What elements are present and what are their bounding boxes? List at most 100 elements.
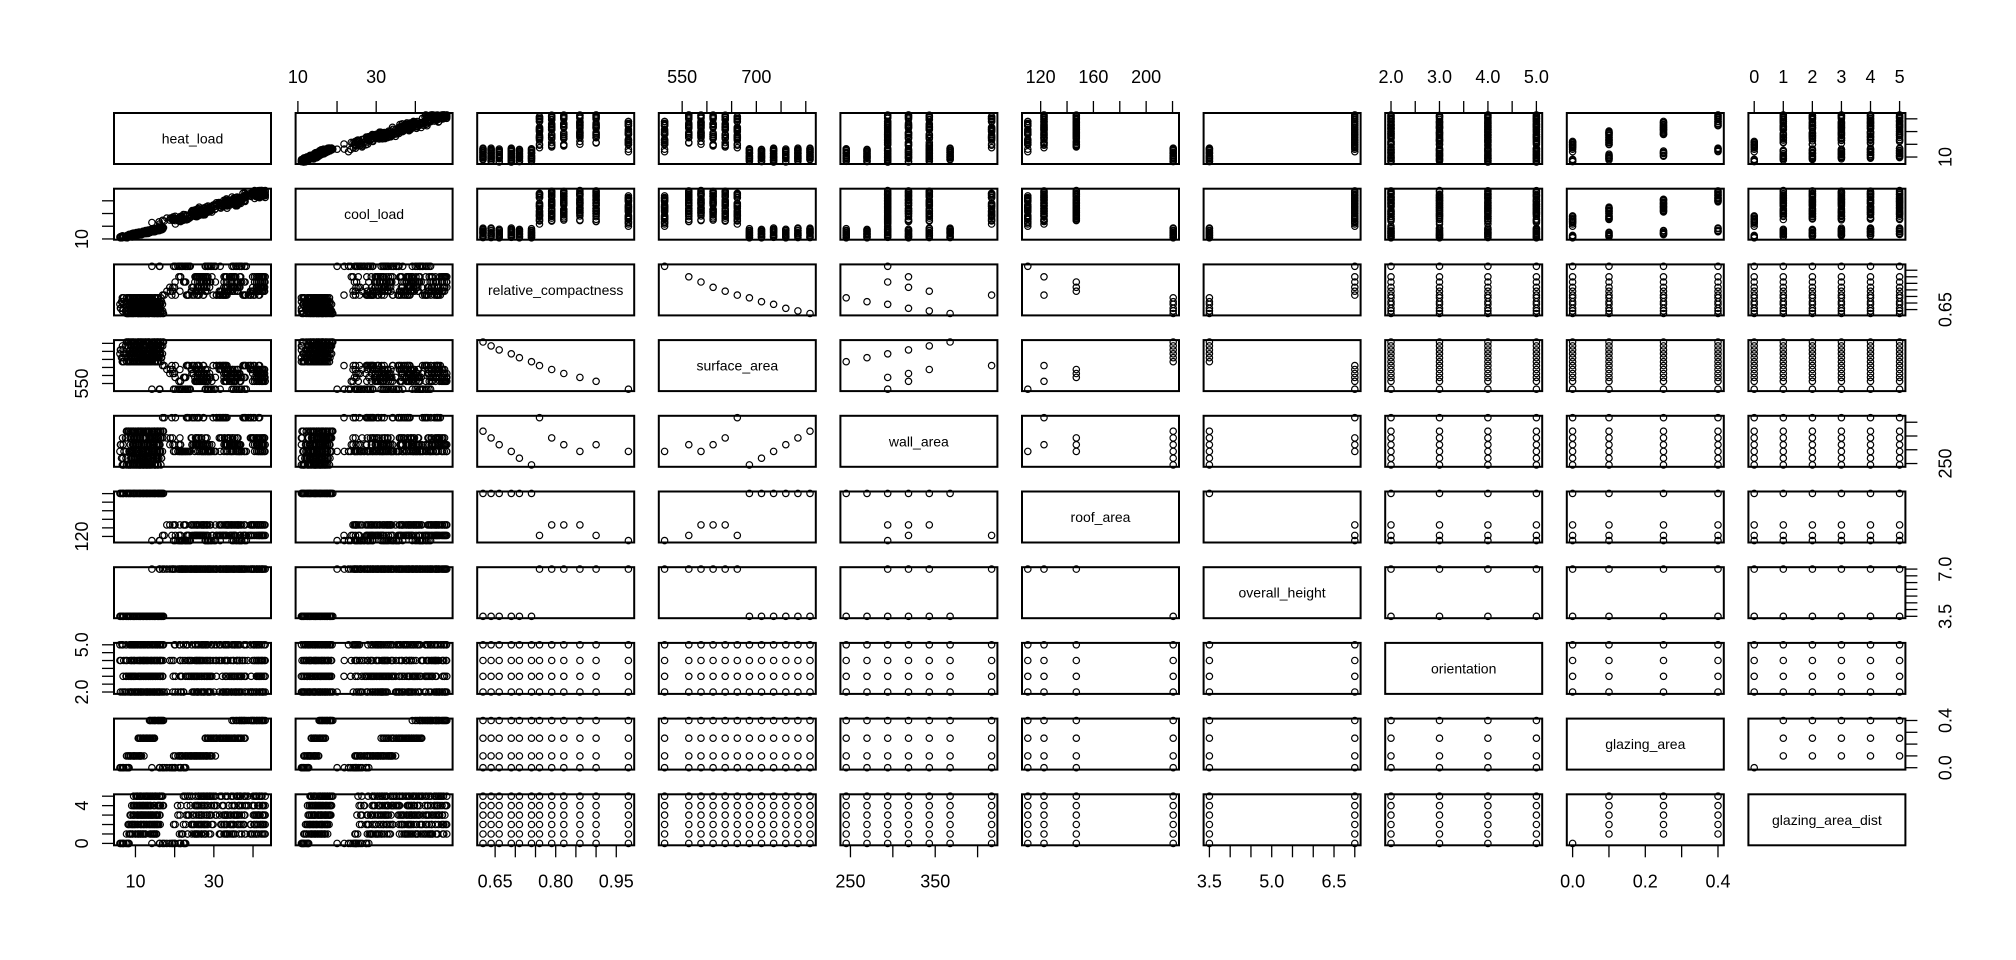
panel-frame (1747, 187, 1907, 241)
panel-frame (1384, 263, 1544, 317)
data-point (592, 123, 600, 132)
panel-frame (113, 112, 272, 165)
data-point (745, 293, 754, 302)
panel-frame (1384, 187, 1544, 241)
data-point (733, 291, 742, 299)
panel-surface_area-vs-cool_load (294, 338, 454, 394)
data-point (904, 283, 913, 292)
data-point (883, 278, 892, 286)
data-point (624, 120, 633, 128)
data-point (925, 307, 934, 315)
data-point (358, 141, 367, 150)
panel-relative_compactness-vs-orientation (1384, 262, 1544, 318)
data-point (304, 156, 313, 164)
data-point (842, 293, 851, 302)
panel-heat_load-vs-overall_height (1202, 111, 1362, 166)
data-point (367, 133, 376, 141)
panel-surface_area-vs-heat_load (113, 338, 272, 394)
data-point (684, 272, 693, 281)
panel-cool_load-vs-glazing_area_dist (1747, 186, 1907, 242)
panel-heat_load-vs-orientation (1384, 111, 1544, 166)
data-point (592, 139, 600, 147)
data-point (328, 145, 337, 154)
diagonal-label: relative_compactness (488, 282, 623, 298)
panel-frame (1021, 263, 1180, 317)
data-point (373, 132, 381, 141)
data-point (395, 126, 403, 135)
data-point (721, 287, 730, 296)
panel-frame (476, 112, 636, 165)
data-point (769, 300, 778, 309)
panel-heat_load-vs-heat_load: heat_load (113, 112, 272, 165)
panel-heat_load-vs-glazing_area_dist (1747, 111, 1907, 166)
panel-frame (1384, 112, 1544, 165)
panel-frame (657, 263, 817, 317)
data-point (308, 154, 317, 162)
panel-heat_load-vs-cool_load (294, 111, 454, 166)
panel-cool_load-vs-roof_area (1021, 186, 1180, 242)
panel-frame (294, 112, 454, 165)
data-point (317, 150, 326, 159)
data-point (1072, 287, 1081, 296)
data-point (1040, 291, 1048, 299)
data-point (904, 272, 913, 281)
panel-relative_compactness-vs-glazing_area_dist (1747, 262, 1907, 318)
panel-cool_load-vs-wall_area (839, 186, 999, 242)
data-point (340, 291, 348, 299)
data-point (794, 307, 802, 315)
data-point (344, 147, 353, 156)
data-point (351, 144, 360, 153)
panel-heat_load-vs-relative_compactness (476, 111, 636, 166)
data-point (315, 147, 324, 155)
data-point (624, 130, 633, 139)
data-point (364, 134, 372, 143)
data-point (1040, 272, 1048, 281)
panel-relative_compactness-vs-surface_area (657, 262, 817, 318)
panel-frame (1565, 187, 1725, 241)
data-point (436, 114, 445, 123)
panel-frame (839, 263, 999, 317)
data-point (430, 117, 439, 125)
diagonal-label: heat_load (162, 131, 224, 147)
panel-frame (1747, 112, 1907, 165)
data-point (697, 278, 705, 286)
data-point (883, 300, 892, 309)
data-point (423, 112, 432, 121)
data-point (592, 128, 600, 137)
data-point (925, 287, 934, 296)
panel-frame (1565, 112, 1725, 165)
data-point (592, 115, 600, 123)
panel-heat_load-vs-wall_area (839, 111, 999, 166)
data-point (377, 131, 386, 139)
panel-frame (1565, 263, 1725, 317)
data-point (624, 147, 633, 156)
diagonal-label: cool_load (344, 206, 404, 222)
panel-heat_load-vs-surface_area (657, 111, 817, 166)
panel-relative_compactness-vs-overall_height (1202, 262, 1362, 318)
data-point (987, 291, 996, 299)
data-point (709, 283, 717, 292)
panel-relative_compactness-vs-roof_area (1021, 262, 1180, 318)
panel-cool_load-vs-overall_height (1202, 187, 1362, 242)
panel-relative_compactness-vs-wall_area (839, 262, 999, 318)
data-point (401, 123, 410, 132)
panel-relative_compactness-vs-relative_compactness: relative_compactness (476, 263, 636, 317)
data-point (399, 127, 408, 135)
panel-cool_load-vs-relative_compactness (476, 186, 636, 242)
panel-relative_compactness-vs-heat_load (113, 262, 272, 318)
data-point (781, 304, 790, 313)
panel-frame (1202, 112, 1362, 165)
data-point (624, 117, 633, 126)
data-point (148, 218, 156, 227)
data-point (592, 113, 600, 121)
data-point (340, 140, 348, 148)
panel-cool_load-vs-surface_area (657, 186, 817, 242)
panel-frame (1202, 263, 1362, 317)
panel-relative_compactness-vs-glazing_area (1565, 262, 1725, 318)
data-point (413, 121, 422, 129)
data-point (904, 304, 913, 313)
panel-relative_compactness-vs-cool_load (294, 262, 454, 318)
data-point (1351, 291, 1359, 299)
panel-cool_load-vs-glazing_area (1565, 187, 1725, 242)
